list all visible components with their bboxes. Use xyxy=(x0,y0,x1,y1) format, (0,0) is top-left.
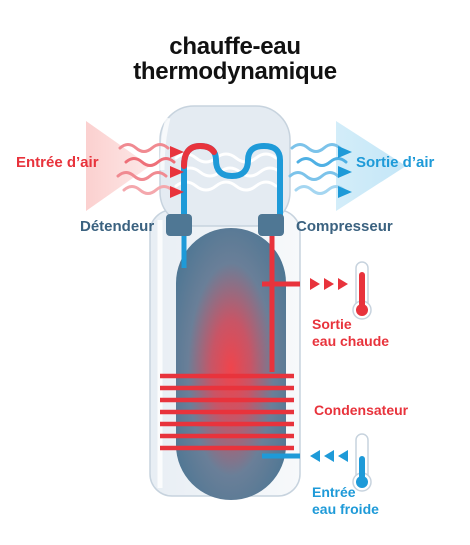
cold-water-in-label-1: Entrée xyxy=(312,484,356,500)
air-flow-waves xyxy=(116,143,348,195)
compressor-label: Compresseur xyxy=(296,218,393,235)
inlet-chevrons xyxy=(170,146,184,198)
outlet-chevrons xyxy=(338,146,352,198)
compressor-block xyxy=(258,214,284,236)
condenser-coil xyxy=(160,373,294,451)
hot-water-out-label-1: Sortie xyxy=(312,316,352,332)
cold-water-chevrons xyxy=(310,450,348,462)
cold-water-in-label-2: eau froide xyxy=(312,501,379,517)
water-tank xyxy=(176,228,286,500)
title-line-1: chauffe-eau xyxy=(169,33,301,60)
title-line-2: thermodynamique xyxy=(133,58,337,85)
expander-block xyxy=(166,214,192,236)
air-outlet-label: Sortie d’air xyxy=(356,154,435,171)
condenser-label: Condensateur xyxy=(314,402,409,418)
air-inlet-label: Entrée d’air xyxy=(16,154,99,171)
hot-water-chevrons xyxy=(310,278,348,290)
hot-water-out-label-2: eau chaude xyxy=(312,333,390,349)
evaporator-coil xyxy=(181,143,283,225)
thermometer-cold-icon xyxy=(352,433,372,492)
air-inlet-arrow-icon xyxy=(86,121,150,211)
expander-label: Détendeur xyxy=(80,218,155,235)
air-outlet-arrow-icon xyxy=(336,121,406,211)
thermometer-hot-icon xyxy=(352,261,372,320)
